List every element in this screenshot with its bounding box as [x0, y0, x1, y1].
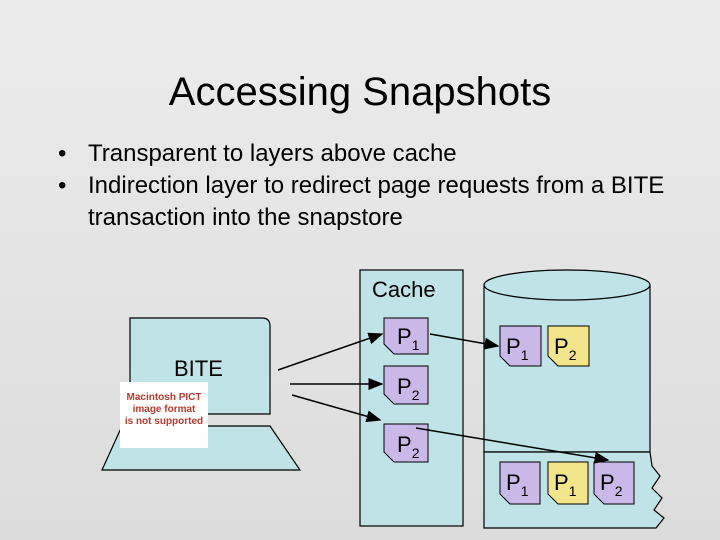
placeholder-line: image format	[120, 404, 208, 416]
snapstore-page-label: P1	[506, 334, 528, 363]
cache-page-label: P2	[397, 432, 419, 461]
cache-page-label: P1	[397, 324, 419, 353]
placeholder-line: Macintosh PICT	[120, 392, 208, 404]
unsupported-image-placeholder: Macintosh PICT image format is not suppo…	[120, 382, 208, 448]
cache-label: Cache	[372, 277, 436, 303]
bite-label: BITE	[174, 356, 223, 382]
snapstore-page-label: P2	[554, 334, 576, 363]
cache-page-label: P2	[397, 374, 419, 403]
bottom-page-label: P1	[506, 470, 528, 499]
bottom-page-label: P2	[600, 470, 622, 499]
bottom-page-label: P1	[554, 470, 576, 499]
placeholder-line: is not supported	[120, 416, 208, 428]
